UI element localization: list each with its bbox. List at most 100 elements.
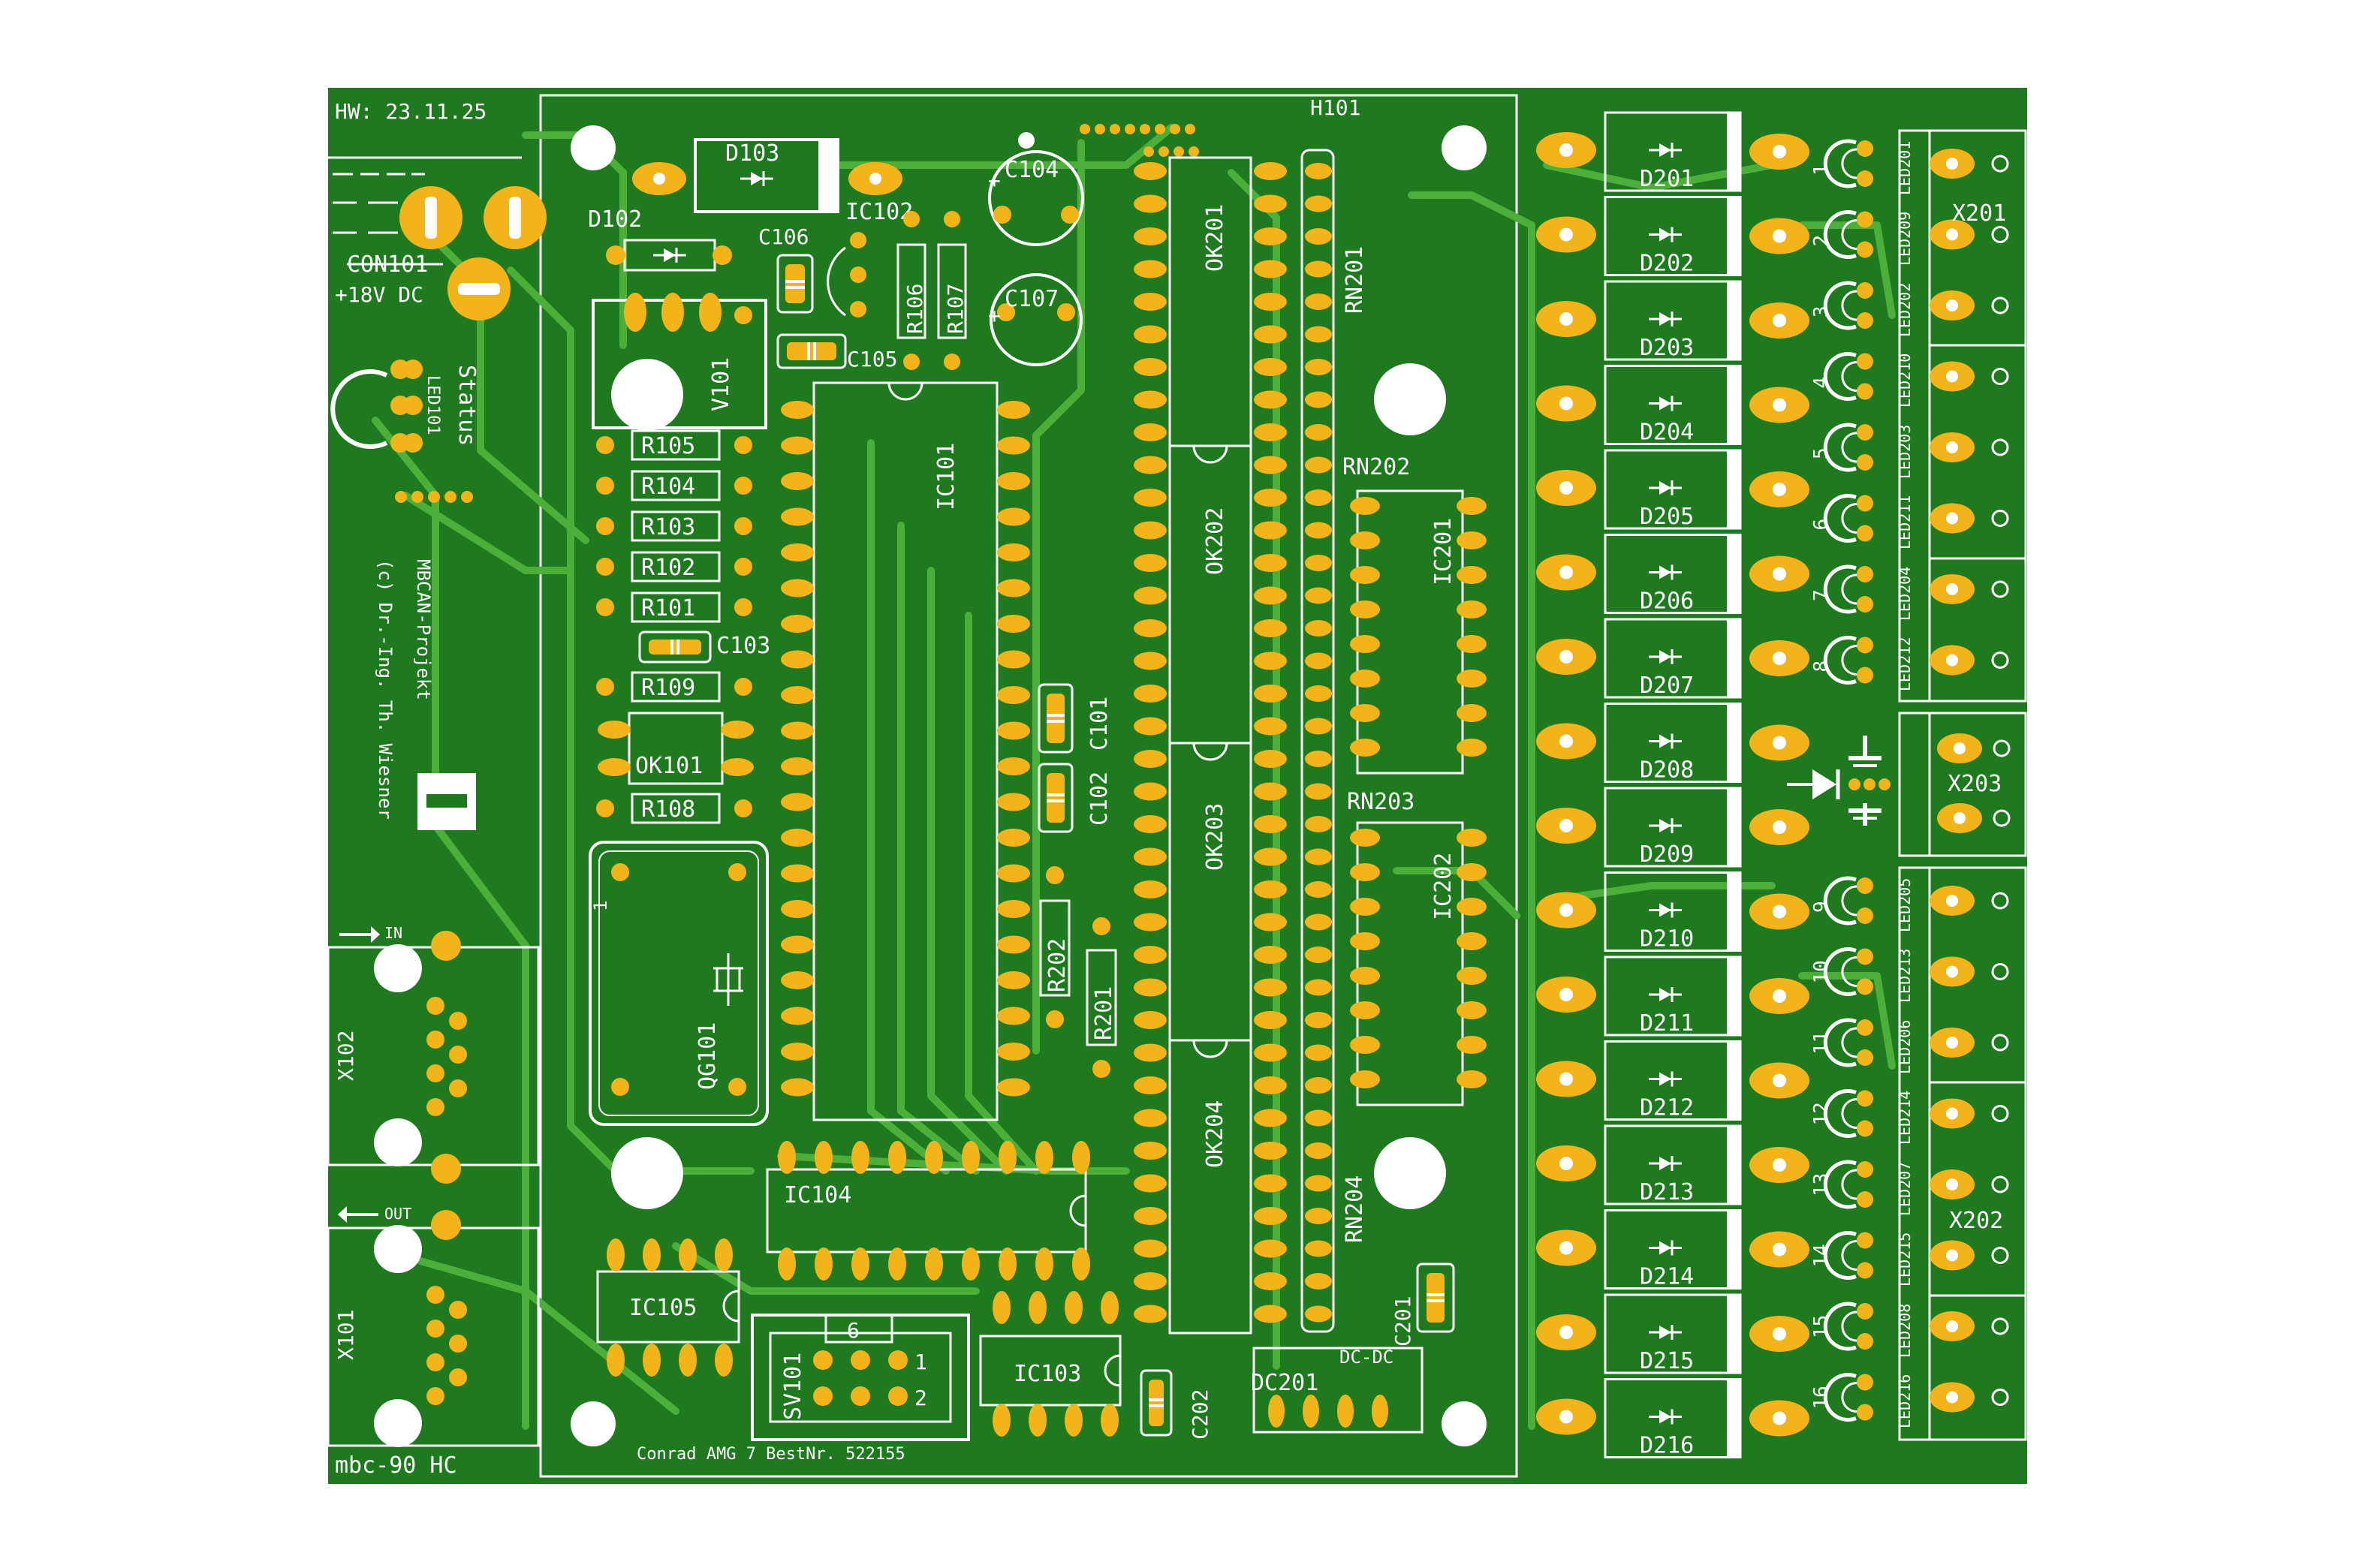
r201-footprint <box>1086 917 1117 1078</box>
diode-label: D202 <box>1640 251 1694 277</box>
diode-label: D209 <box>1640 841 1694 868</box>
terminal-blocks <box>1898 129 2027 1441</box>
diode-label: D201 <box>1640 166 1694 192</box>
c102-footprint <box>1038 763 1074 833</box>
con101-connector <box>399 186 547 321</box>
x203-footprint <box>1937 733 2011 833</box>
ic104-label: IC104 <box>784 1182 851 1208</box>
r101-label: R101 <box>641 595 695 621</box>
ic201-label: IC201 <box>1430 518 1457 585</box>
channel-number: 1 <box>1810 164 1833 176</box>
diode-label: D206 <box>1640 588 1694 615</box>
terminal-pads <box>1930 149 2009 1413</box>
programming-header <box>395 491 473 503</box>
ic101-footprint <box>781 381 1030 1121</box>
channel-number: 3 <box>1810 305 1833 318</box>
hw-version: HW: 23.11.25 <box>335 99 487 124</box>
c107-polarity: + <box>988 303 1001 328</box>
x101-connector <box>327 1210 540 1447</box>
diode-label: D205 <box>1640 504 1694 530</box>
channel-number: 13 <box>1810 1173 1833 1196</box>
ok101-label: OK101 <box>635 753 703 779</box>
channel-number: 8 <box>1810 661 1833 673</box>
diode-label: D203 <box>1640 335 1694 361</box>
channel-led-15: 15 <box>1810 1303 1873 1350</box>
diode-d215: D215 <box>1536 1293 1809 1374</box>
r202-label: R202 <box>1044 938 1071 992</box>
c202-footprint <box>1140 1369 1173 1437</box>
diode-label: D204 <box>1640 420 1694 446</box>
r106-label: R106 <box>902 284 927 334</box>
channel-led-2: 2 <box>1810 212 1873 258</box>
r108-label: R108 <box>641 796 695 823</box>
diode-d202: D202 <box>1536 196 1809 277</box>
c103-label: C103 <box>716 633 770 659</box>
h101-label: H101 <box>1310 95 1360 120</box>
channel-led-1: 1 <box>1810 140 1873 187</box>
mounting-holes <box>571 125 1487 1446</box>
ok-column <box>1168 156 1252 1335</box>
diode-label: D212 <box>1640 1095 1694 1121</box>
ic202-label: IC202 <box>1430 853 1457 920</box>
project-logo <box>417 773 476 830</box>
rn-column <box>1300 149 1464 1333</box>
diode-label: D215 <box>1640 1348 1694 1374</box>
ic102-footprint <box>827 232 866 318</box>
x202-label: X202 <box>1949 1208 2003 1234</box>
channel-led-6: 6 <box>1810 495 1873 542</box>
channel-number: 9 <box>1810 901 1833 913</box>
ic105-label: IC105 <box>629 1295 697 1321</box>
diode-d212: D212 <box>1536 1040 1809 1121</box>
r109-label: R109 <box>641 675 695 701</box>
channel-led-13: 13 <box>1810 1161 1873 1208</box>
sv101-pin6: 6 <box>847 1318 860 1343</box>
sv101-footprint <box>751 1314 970 1441</box>
ic103-label: IC103 <box>1014 1361 1081 1387</box>
diode-d214: D214 <box>1536 1209 1809 1290</box>
ok-pins <box>1134 162 1287 1323</box>
ok204-label: OK204 <box>1202 1100 1228 1168</box>
qg101-footprint <box>589 841 769 1126</box>
r103-label: R103 <box>641 514 695 540</box>
channel-number: 11 <box>1810 1031 1833 1055</box>
rn201-label: RN201 <box>1342 246 1368 314</box>
x102-label: X102 <box>333 1031 358 1081</box>
ok203-label: OK203 <box>1202 803 1228 871</box>
diode-rows: D201D202D203D204D205D206D207D208D209D210… <box>1536 111 1809 1459</box>
d103-label: D103 <box>725 140 779 167</box>
v101-footprint <box>592 293 767 429</box>
r109-footprint <box>596 671 752 703</box>
c104-label: C104 <box>1005 157 1059 183</box>
in-label: IN <box>384 924 402 942</box>
diode-d204: D204 <box>1536 365 1809 446</box>
diode-label: D211 <box>1640 1010 1694 1037</box>
diode-d210: D210 <box>1536 871 1809 953</box>
channel-led-16: 16 <box>1810 1374 1873 1421</box>
rn203-label: RN203 <box>1347 789 1415 815</box>
channel-led-10: 10 <box>1810 949 1873 995</box>
channel-led-7: 7 <box>1810 566 1873 612</box>
c104-polarity: + <box>988 168 1001 193</box>
channel-number: 5 <box>1810 447 1833 459</box>
v101-label: V101 <box>708 357 734 411</box>
project-credit: MBCAN-Projekt <box>413 559 434 700</box>
sv101-label: SV101 <box>780 1353 806 1420</box>
channel-number: 6 <box>1810 519 1833 531</box>
channel-led-5: 5 <box>1810 424 1873 471</box>
crystal-note: Conrad AMG 7 BestNr. 522155 <box>637 1445 905 1464</box>
r101-footprint <box>596 591 752 623</box>
diode-d208: D208 <box>1536 703 1809 784</box>
legend-lines <box>333 173 425 234</box>
c201-label: C201 <box>1390 1296 1415 1347</box>
d102-label: D102 <box>588 206 642 233</box>
channel-number: 12 <box>1810 1102 1833 1125</box>
diode-label: D210 <box>1640 926 1694 953</box>
channel-number: 4 <box>1810 377 1833 389</box>
diode-d216: D216 <box>1536 1378 1809 1459</box>
c107-footprint <box>990 273 1083 366</box>
d102-footprint <box>606 239 732 272</box>
diode-d203: D203 <box>1536 280 1809 361</box>
dc201-label: DC201 <box>1251 1370 1318 1396</box>
x201-label: X201 <box>1952 200 2006 227</box>
